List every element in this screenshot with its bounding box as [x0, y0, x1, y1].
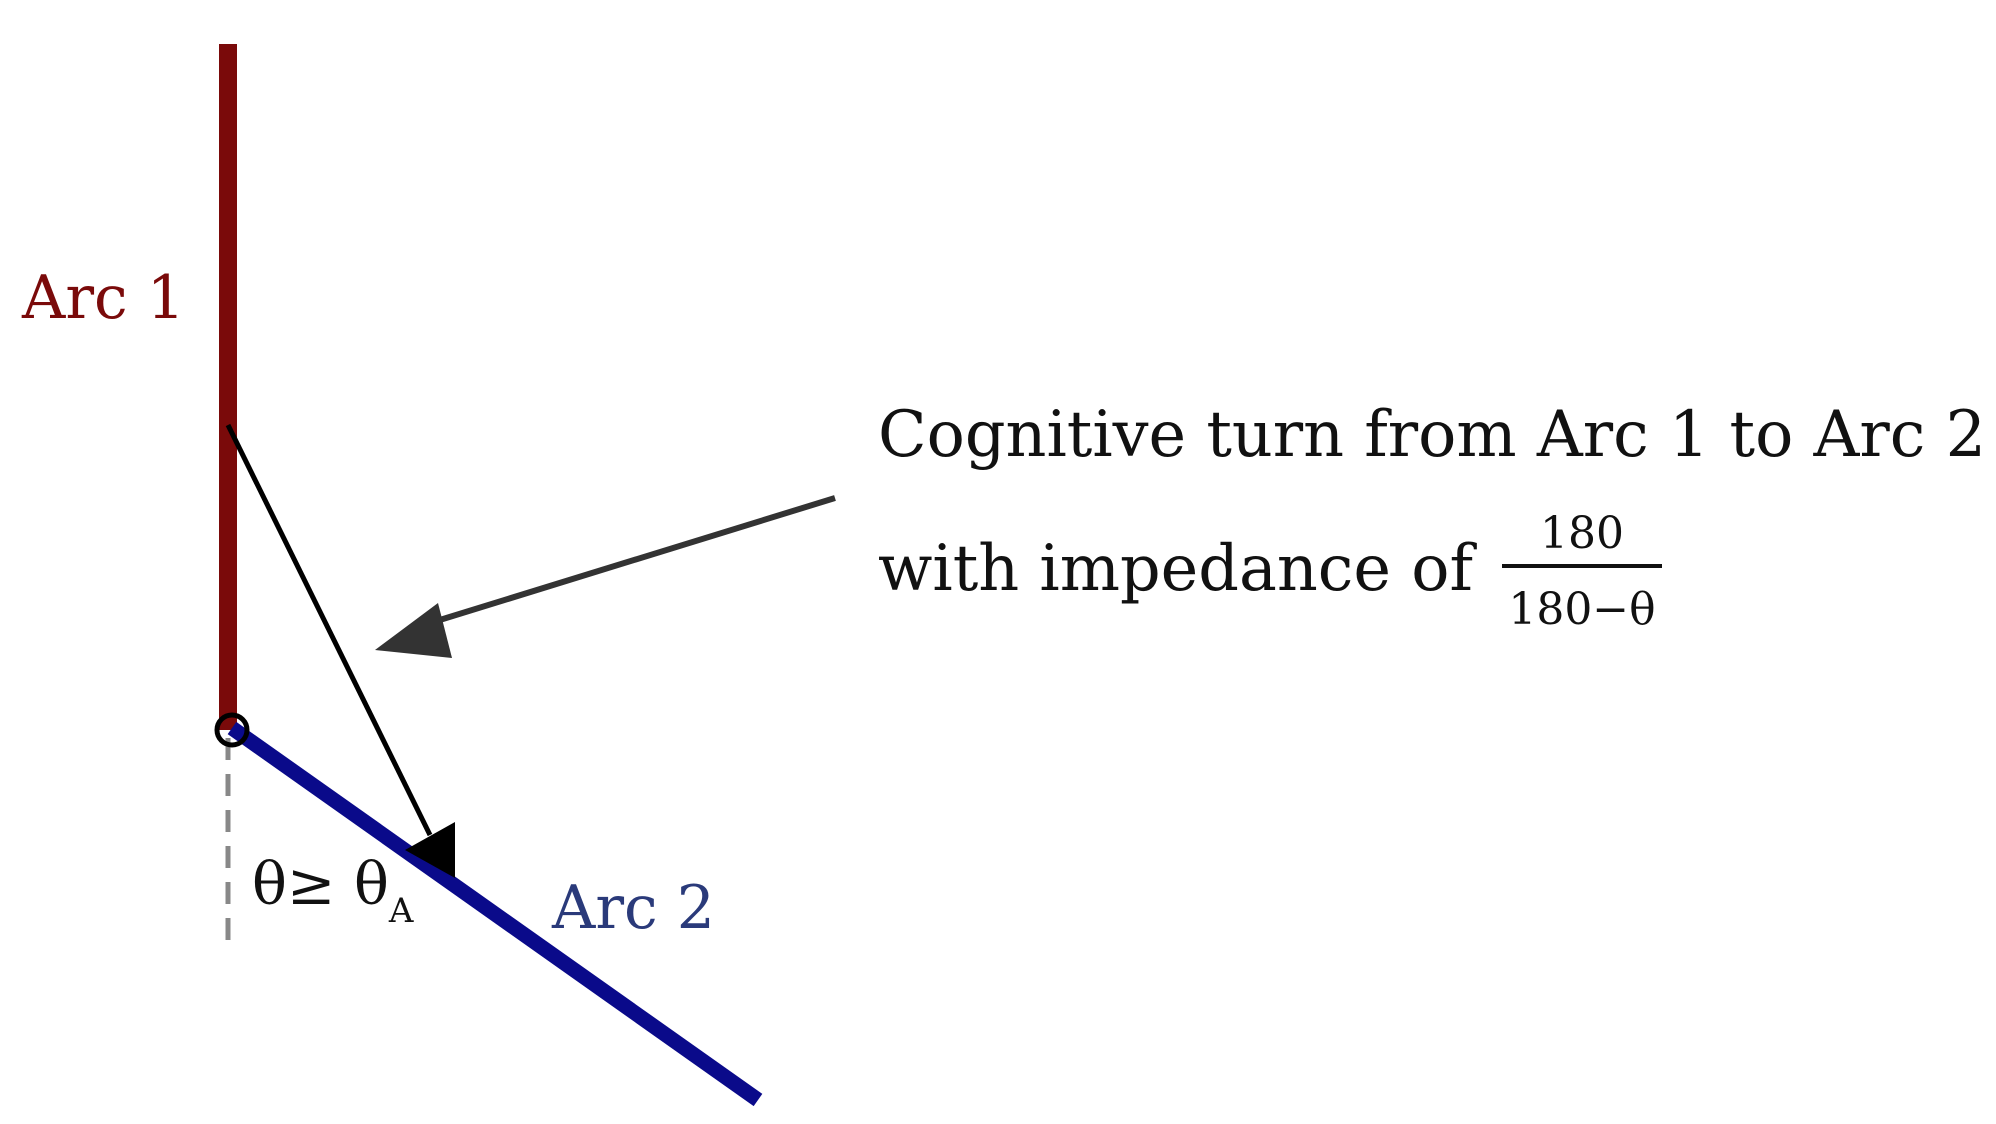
- turn-arrowhead: [405, 822, 455, 878]
- arc-2-label: Arc 2: [551, 873, 715, 943]
- fraction-denominator: 180−θ: [1508, 584, 1655, 635]
- callout-arrowhead: [375, 603, 452, 658]
- fraction-numerator: 180: [1540, 508, 1624, 559]
- callout-arrow-line: [429, 495, 836, 626]
- angle-label-subscript: A: [388, 891, 414, 931]
- turn-path-line: [225, 423, 433, 837]
- arc-2-line: [227, 721, 763, 1107]
- caption-line-2: with impedance of: [878, 532, 1477, 606]
- arc-1-label: Arc 1: [21, 263, 185, 333]
- junction-node: [214, 712, 250, 748]
- angle-label-main: θ≥ θ: [252, 850, 389, 918]
- angle-label: θ≥ θA: [252, 850, 414, 931]
- caption-line-1: Cognitive turn from Arc 1 to Arc 2: [878, 398, 1986, 472]
